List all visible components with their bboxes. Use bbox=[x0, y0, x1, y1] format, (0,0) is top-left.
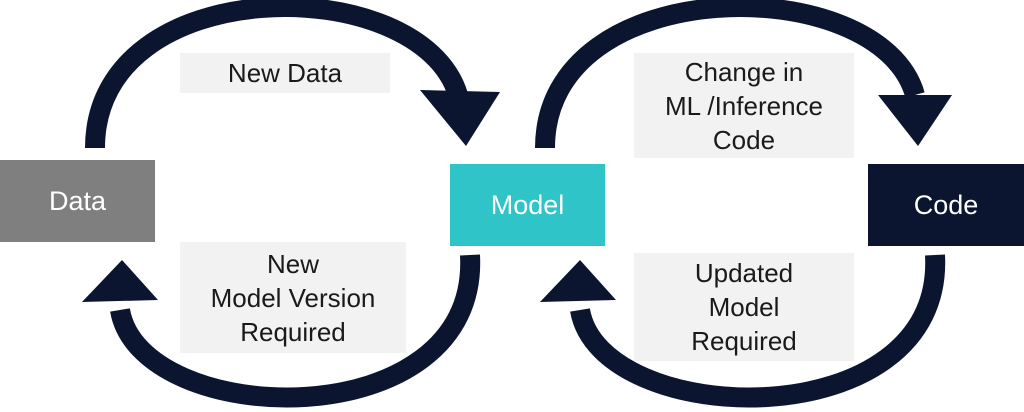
model-node: Model bbox=[450, 164, 605, 246]
label-updated-model-text: Updated Model Required bbox=[691, 258, 797, 356]
model-node-label: Model bbox=[490, 189, 565, 220]
arrow-model-to-code bbox=[535, 0, 952, 149]
arrow-code-to-model bbox=[540, 254, 946, 408]
arrow-model-to-data bbox=[82, 254, 481, 408]
label-new-model-version: New Model Version Required bbox=[180, 242, 406, 353]
arrow-data-to-model bbox=[85, 0, 500, 149]
code-node-label: Code bbox=[913, 189, 979, 220]
label-new-model-version-text: New Model Version Required bbox=[210, 248, 376, 347]
label-updated-model: Updated Model Required bbox=[634, 253, 854, 361]
label-new-data: New Data bbox=[180, 53, 390, 93]
data-node-label: Data bbox=[48, 185, 107, 216]
data-node: Data bbox=[0, 160, 155, 242]
code-node: Code bbox=[868, 164, 1024, 246]
label-new-data-text: New Data bbox=[227, 58, 343, 88]
label-change-in-code-text: Change in ML /Inference Code bbox=[664, 56, 823, 155]
label-change-in-code: Change in ML /Inference Code bbox=[634, 53, 854, 158]
